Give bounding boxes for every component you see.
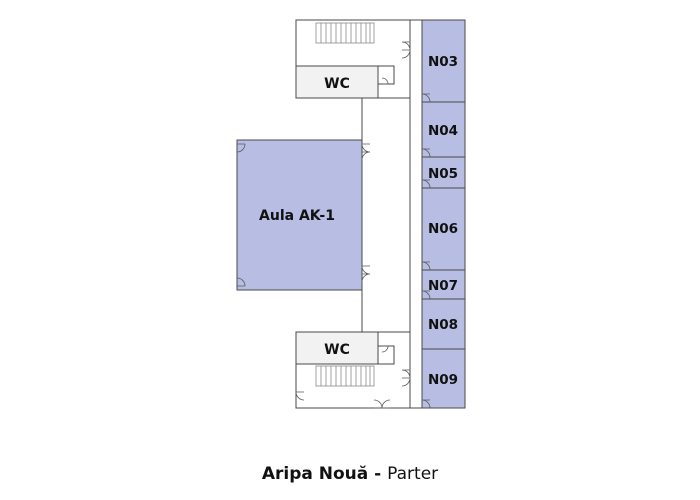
room-n03[interactable] (421, 19, 466, 103)
door-icon (373, 399, 391, 409)
door-icons (236, 41, 431, 409)
door-icon (236, 143, 246, 153)
door-icon (361, 265, 371, 283)
door-icon (381, 345, 389, 353)
corridor (409, 19, 423, 409)
stairs-bottom-icon (315, 365, 375, 387)
wing-name: Aripa Nouă (261, 464, 369, 484)
room-n03-label: N03 (428, 54, 458, 70)
room-n08-label: N08 (428, 317, 458, 333)
door-icon (236, 277, 246, 287)
room-n04-label: N04 (428, 123, 458, 139)
room-n09[interactable] (421, 348, 466, 409)
room-n06[interactable] (421, 187, 466, 271)
wc-bottom-annex (377, 345, 395, 365)
caption-separator: - (368, 464, 388, 484)
room-n06-label: N06 (428, 221, 458, 237)
top-service-block: WC (295, 19, 411, 99)
door-icon (381, 77, 389, 85)
door-icon (401, 41, 411, 59)
bottom-service-block: WC (295, 331, 411, 409)
room-n09-label: N09 (428, 372, 458, 388)
room-aula-ak1[interactable] (236, 139, 363, 291)
floor-name: Parter (387, 464, 439, 484)
room-n08[interactable] (421, 298, 466, 350)
door-icon (421, 399, 431, 409)
room-n04[interactable] (421, 101, 466, 158)
stairs-top-icon (315, 22, 375, 44)
room-aula-ak1-label: Aula AK-1 (259, 208, 335, 224)
room-n05-label: N05 (428, 166, 458, 182)
room-n05[interactable] (421, 156, 466, 189)
door-icon (421, 179, 431, 189)
map-caption: Aripa Nouă - Parter (0, 464, 700, 484)
door-icon (421, 261, 431, 271)
room-n07[interactable] (421, 269, 466, 300)
door-icon (361, 143, 371, 161)
wc-top-annex (377, 65, 395, 85)
room-n07-label: N07 (428, 278, 458, 294)
door-icon (401, 369, 411, 387)
wc-top-label: WC (324, 76, 350, 92)
wc-bottom-label: WC (324, 342, 350, 358)
door-icon (295, 391, 305, 401)
door-icon (421, 148, 431, 158)
door-icon (421, 290, 431, 300)
door-icon (421, 93, 431, 103)
